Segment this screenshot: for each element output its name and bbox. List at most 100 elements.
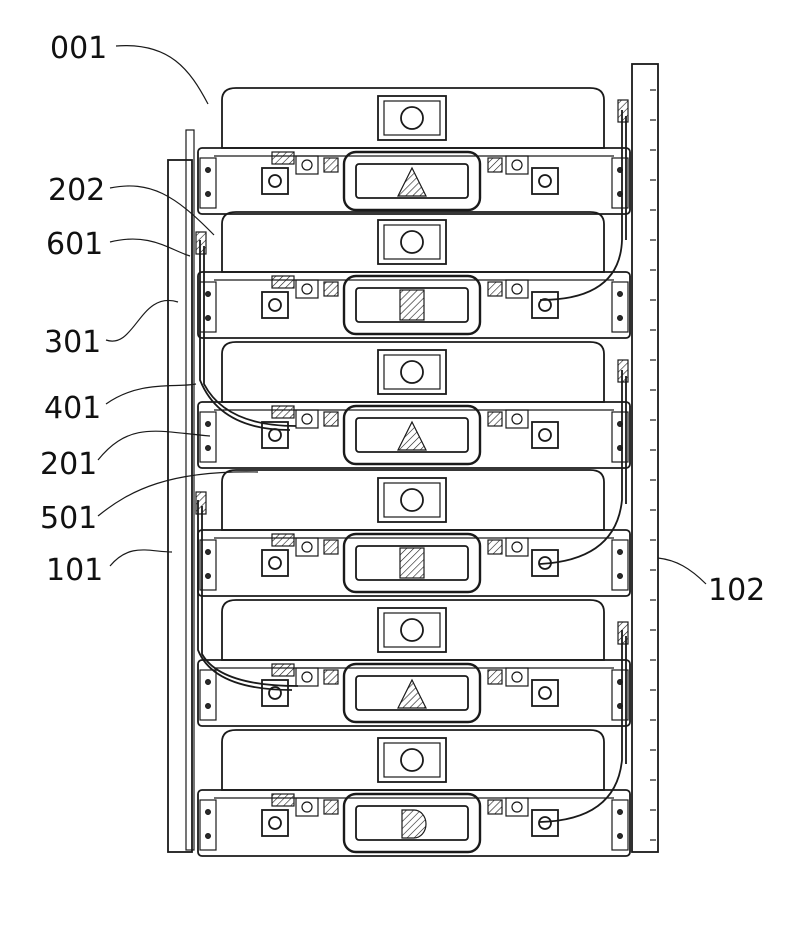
bolt (206, 550, 211, 555)
top-handle-box (378, 478, 446, 522)
terminal-circle (512, 672, 522, 682)
terminal-circle (302, 542, 312, 552)
bolt (206, 574, 211, 579)
bolt (206, 446, 211, 451)
stud (324, 282, 338, 296)
bolt (206, 168, 211, 173)
terminal-square (506, 798, 528, 816)
stud (324, 540, 338, 554)
bolt (618, 292, 623, 297)
bolt (206, 810, 211, 815)
bolt (206, 834, 211, 839)
handle-marker (402, 810, 426, 838)
label-301: 301 (44, 325, 101, 360)
left-bracket (200, 800, 216, 850)
terminal-circle (539, 175, 551, 187)
cable-connector (618, 622, 628, 644)
bolt (206, 422, 211, 427)
battery-modules (198, 88, 630, 856)
terminal-square (262, 810, 288, 836)
battery-module (198, 212, 630, 338)
connector (272, 406, 294, 418)
left-bracket (200, 282, 216, 332)
terminal-circle (269, 175, 281, 187)
leader-501 (98, 472, 258, 516)
terminal-square (532, 422, 558, 448)
terminal-square (262, 168, 288, 194)
label-001: 001 (50, 31, 107, 66)
leader-102 (658, 558, 706, 584)
module-top-case (222, 730, 604, 790)
battery-module (198, 600, 630, 726)
stud (488, 158, 502, 172)
stud (324, 670, 338, 684)
top-handle-box (378, 350, 446, 394)
top-handle-box (378, 96, 446, 140)
bolt (206, 192, 211, 197)
terminal-square (296, 668, 318, 686)
connector (272, 664, 294, 676)
terminal-square (532, 292, 558, 318)
top-handle-box (378, 220, 446, 264)
cable (204, 246, 296, 426)
label-101: 101 (46, 553, 103, 588)
left-bracket (200, 158, 216, 208)
stud (324, 800, 338, 814)
right-bracket (612, 800, 628, 850)
right-bracket (612, 540, 628, 590)
terminal-square (262, 550, 288, 576)
label-601: 601 (46, 227, 103, 262)
bolt (206, 292, 211, 297)
handle-marker (400, 290, 424, 320)
terminal-circle (269, 817, 281, 829)
leader-601 (110, 239, 190, 256)
cables (196, 100, 628, 822)
top-knob-circle (401, 231, 423, 253)
terminal-circle (539, 687, 551, 699)
left-bracket (200, 412, 216, 462)
label-501: 501 (40, 501, 97, 536)
label-202: 202 (48, 173, 105, 208)
terminal-circle (302, 672, 312, 682)
terminal-circle (539, 817, 551, 829)
module-top-case (222, 470, 604, 530)
stud (488, 412, 502, 426)
battery-module (198, 730, 630, 856)
terminal-square (296, 156, 318, 174)
terminal-circle (512, 284, 522, 294)
top-handle-box (378, 738, 446, 782)
terminal-circle (539, 429, 551, 441)
top-knob-circle (401, 107, 423, 129)
top-handle-inner (384, 743, 440, 777)
label-401: 401 (44, 391, 101, 426)
terminal-square (532, 680, 558, 706)
top-knob-circle (401, 619, 423, 641)
bolt (618, 574, 623, 579)
terminal-square (262, 292, 288, 318)
stud (324, 158, 338, 172)
right-rail (632, 64, 658, 852)
battery-module (198, 88, 630, 214)
handle-marker (398, 422, 426, 450)
connector (272, 534, 294, 546)
cable (198, 500, 292, 690)
terminal-circle (512, 160, 522, 170)
handle-marker (398, 168, 426, 196)
bolt (618, 550, 623, 555)
battery-module (198, 342, 630, 468)
stud (324, 412, 338, 426)
label-102: 102 (708, 573, 765, 608)
terminal-circle (302, 160, 312, 170)
top-knob-circle (401, 489, 423, 511)
leader-101 (110, 550, 172, 566)
right-bracket (612, 282, 628, 332)
terminal-square (532, 168, 558, 194)
terminal-circle (269, 429, 281, 441)
top-handle-box (378, 608, 446, 652)
terminal-square (506, 538, 528, 556)
terminal-square (506, 410, 528, 428)
left-bracket (200, 670, 216, 720)
connector (272, 276, 294, 288)
terminal-circle (512, 414, 522, 424)
